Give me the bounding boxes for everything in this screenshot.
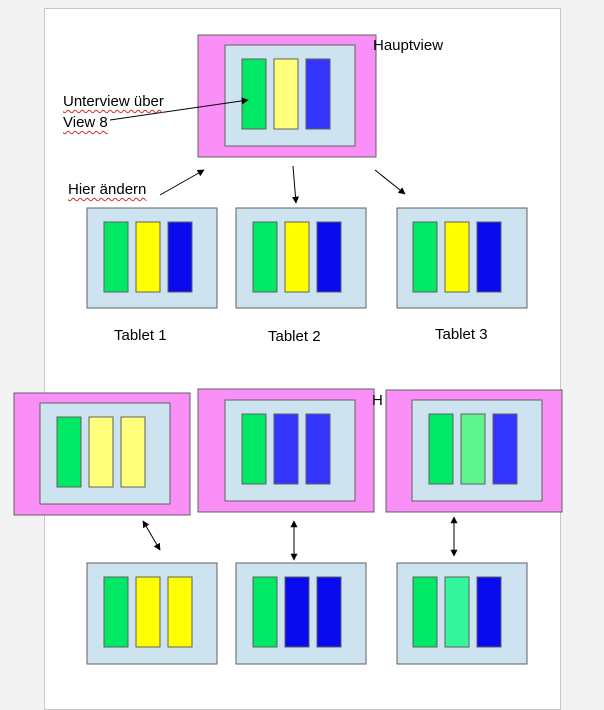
tablet-2-bar-1 — [252, 221, 278, 293]
label-tablet-2: Tablet 2 — [268, 328, 321, 345]
arrow-main-to-tablet3 — [374, 169, 406, 195]
arrow-subview-pointer — [109, 97, 249, 121]
tablet-1-bar-2 — [135, 221, 161, 293]
main-view-copy-3-bar-3 — [492, 413, 518, 485]
main-view-copy-1-bar-2 — [88, 416, 114, 488]
main-view — [197, 34, 377, 158]
bottom-tablet-3-bar-3 — [476, 576, 502, 648]
bottom-tablet-3 — [396, 562, 528, 665]
main-view-copy-2 — [197, 388, 375, 513]
label-subview-line1: Unterview über — [63, 93, 164, 111]
bottom-tablet-3-bar-1 — [412, 576, 438, 648]
tablet-1 — [86, 207, 218, 309]
tablet-2-bar-2 — [284, 221, 310, 293]
tablet-3-bar-3 — [476, 221, 502, 293]
bottom-tablet-3-bar-2 — [444, 576, 470, 648]
main-view-bar-2 — [273, 58, 299, 130]
arrow-main-to-tablet2 — [292, 165, 299, 204]
tablet-2 — [235, 207, 367, 309]
bottom-tablet-2-bar-3 — [316, 576, 342, 648]
main-view-copy-1 — [13, 392, 191, 516]
bottom-tablet-2 — [235, 562, 367, 665]
arrow-sync-1 — [142, 520, 161, 551]
label-main-view: Hauptview — [373, 37, 444, 54]
tablet-3-bar-2 — [444, 221, 470, 293]
label-change-here: Hier ändern — [68, 181, 146, 199]
label-truncated-h: H — [372, 392, 383, 409]
label-tablet-1: Tablet 1 — [114, 327, 167, 344]
bottom-tablet-2-bar-2 — [284, 576, 310, 648]
label-change-here-text: Hier ändern — [68, 181, 147, 198]
main-view-copy-2-bar-3 — [305, 413, 331, 485]
bottom-tablet-1 — [86, 562, 218, 665]
tablet-3 — [396, 207, 528, 309]
arrow-change-to-main — [159, 169, 205, 196]
bottom-tablet-1-bar-1 — [103, 576, 129, 648]
bottom-tablet-1-bar-2 — [135, 576, 161, 648]
main-view-copy-3-bar-2 — [460, 413, 486, 485]
main-view-copy-3 — [385, 389, 563, 513]
main-view-bar-3 — [305, 58, 331, 130]
tablet-3-bar-1 — [412, 221, 438, 293]
tablet-1-bar-3 — [167, 221, 193, 293]
main-view-bar-1 — [241, 58, 267, 130]
main-view-copy-1-bar-3 — [120, 416, 146, 488]
label-subview-number: View 8 — [63, 114, 108, 131]
tablet-1-bar-1 — [103, 221, 129, 293]
main-view-copy-3-bar-1 — [428, 413, 454, 485]
tablet-2-bar-3 — [316, 221, 342, 293]
bottom-tablet-1-bar-3 — [167, 576, 193, 648]
label-tablet-3: Tablet 3 — [435, 326, 488, 343]
main-view-copy-2-bar-2 — [273, 413, 299, 485]
bottom-tablet-2-bar-1 — [252, 576, 278, 648]
label-subview-text: Unterview über — [63, 93, 164, 110]
main-view-copy-2-bar-1 — [241, 413, 267, 485]
main-view-copy-1-bar-1 — [56, 416, 82, 488]
view-diagram — [13, 34, 563, 665]
label-subview-line2: View 8 — [63, 114, 108, 132]
